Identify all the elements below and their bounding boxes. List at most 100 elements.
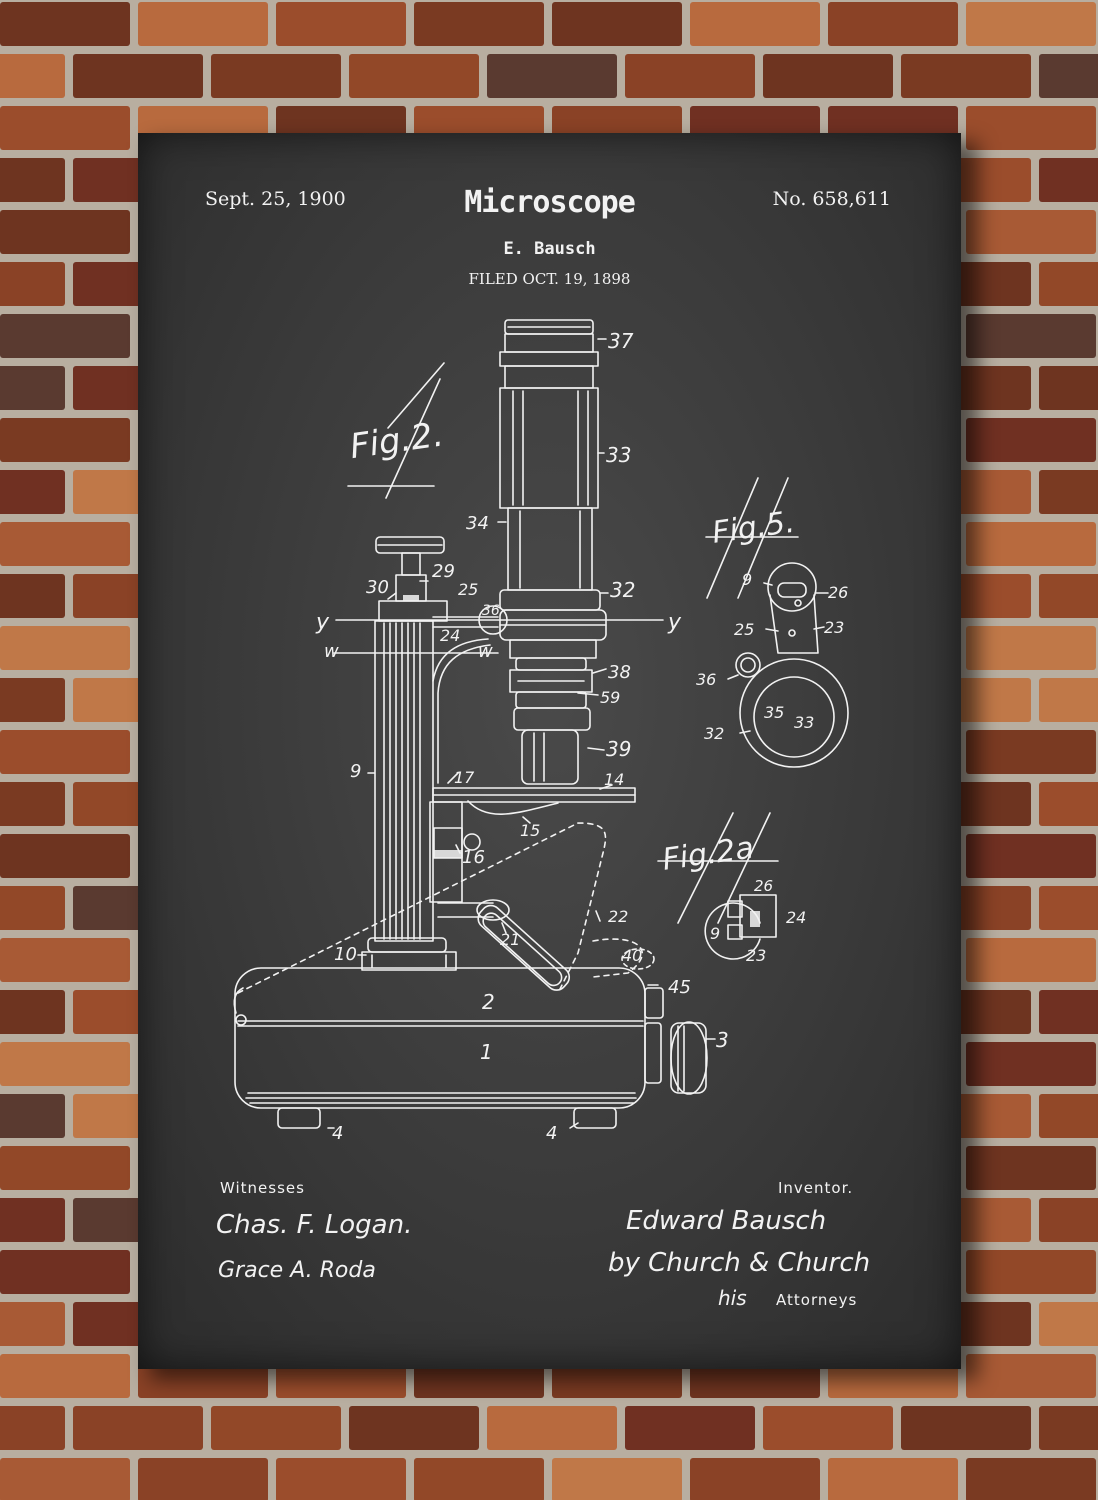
brick (552, 1458, 682, 1500)
brick (966, 1250, 1096, 1294)
fig2-title: Fig.2. (347, 414, 445, 467)
brick (1039, 158, 1098, 202)
brick (211, 54, 341, 98)
label-38: 38 (608, 662, 631, 683)
label-34: 34 (466, 513, 489, 534)
label-39: 39 (606, 737, 631, 761)
brick (0, 210, 130, 254)
fig5-label-35: 35 (764, 703, 784, 722)
brick (901, 54, 1031, 98)
label-59: 59 (600, 688, 620, 707)
brick (414, 2, 544, 46)
brick (0, 106, 130, 150)
brick (0, 314, 130, 358)
brick (276, 2, 406, 46)
brick (0, 1458, 130, 1500)
brick (1039, 886, 1098, 930)
label-3: 3 (716, 1028, 729, 1052)
label-y-left: y (315, 610, 330, 635)
fig5-title: Fig.5. (710, 505, 797, 551)
brick (0, 1250, 130, 1294)
brick (1039, 1302, 1098, 1346)
brick (552, 2, 682, 46)
label-16: 16 (462, 847, 485, 868)
filed-date: FILED OCT. 19, 1898 (468, 270, 631, 288)
brick (0, 886, 65, 930)
brick (966, 210, 1096, 254)
brick (0, 782, 65, 826)
brick (763, 54, 893, 98)
brick (828, 1458, 958, 1500)
brick (138, 2, 268, 46)
fig2a-label-24: 24 (786, 908, 806, 927)
brick (966, 1354, 1096, 1398)
brick (966, 834, 1096, 878)
brick (487, 54, 617, 98)
brick (0, 1094, 65, 1138)
fig5-label-33: 33 (794, 713, 814, 732)
brick (690, 1458, 820, 1500)
brick (966, 938, 1096, 982)
fig2a-label-9: 9 (710, 924, 720, 943)
patent-date: Sept. 25, 1900 (205, 188, 346, 210)
brick (1039, 54, 1098, 98)
brick (0, 2, 130, 46)
brick (349, 1406, 479, 1450)
label-10: 10 (334, 944, 357, 965)
brick (349, 54, 479, 98)
brick (1039, 470, 1098, 514)
label-30: 30 (366, 577, 389, 598)
label-21: 21 (500, 930, 520, 949)
fig5-label-36: 36 (696, 670, 716, 689)
label-w-left: w (324, 641, 339, 662)
witnesses-label: Witnesses (220, 1179, 305, 1197)
label-32: 32 (610, 578, 635, 602)
label-15: 15 (520, 821, 540, 840)
brick (0, 1146, 130, 1190)
brick (625, 1406, 755, 1450)
brick (625, 54, 755, 98)
brick (0, 574, 65, 618)
fig5-label-26: 26 (828, 583, 848, 602)
brick (966, 418, 1096, 462)
label-22: 22 (608, 907, 628, 926)
brick (966, 522, 1096, 566)
inventor-label: Inventor. (778, 1179, 854, 1197)
label-33: 33 (606, 443, 631, 467)
attorney-signature: by Church & Church (608, 1248, 870, 1278)
label-17: 17 (454, 768, 475, 787)
brick (487, 1406, 617, 1450)
brick (1039, 782, 1098, 826)
his-signature-word: his (718, 1286, 747, 1310)
brick (966, 1042, 1096, 1086)
brick (0, 1042, 130, 1086)
brick (0, 990, 65, 1034)
brick (1039, 366, 1098, 410)
fig5-label-23: 23 (824, 618, 844, 637)
brick (0, 470, 65, 514)
label-w-right: w (478, 641, 493, 662)
label-24: 24 (440, 626, 460, 645)
brick (1039, 1094, 1098, 1138)
brick (0, 158, 65, 202)
inventor-name: E. Bausch (503, 239, 596, 259)
label-37: 37 (608, 329, 634, 353)
label-29: 29 (432, 561, 455, 582)
label-y-right: y (667, 610, 682, 635)
label-1: 1 (480, 1040, 493, 1064)
brick (0, 366, 65, 410)
label-4-left: 4 (332, 1123, 343, 1144)
brick (966, 626, 1096, 670)
label-9: 9 (350, 761, 361, 782)
attorneys-label: Attorneys (776, 1291, 858, 1309)
fig2a-title: Fig.2a (660, 830, 756, 877)
fig5-label-25: 25 (734, 620, 754, 639)
patent-number: No. 658,611 (772, 188, 891, 210)
witness-signature-2: Grace A. Roda (218, 1258, 376, 1283)
brick (0, 1406, 65, 1450)
brick (901, 1406, 1031, 1450)
brick (828, 2, 958, 46)
fig2a-label-23: 23 (746, 946, 766, 965)
brick (0, 1354, 130, 1398)
brick (1039, 262, 1098, 306)
